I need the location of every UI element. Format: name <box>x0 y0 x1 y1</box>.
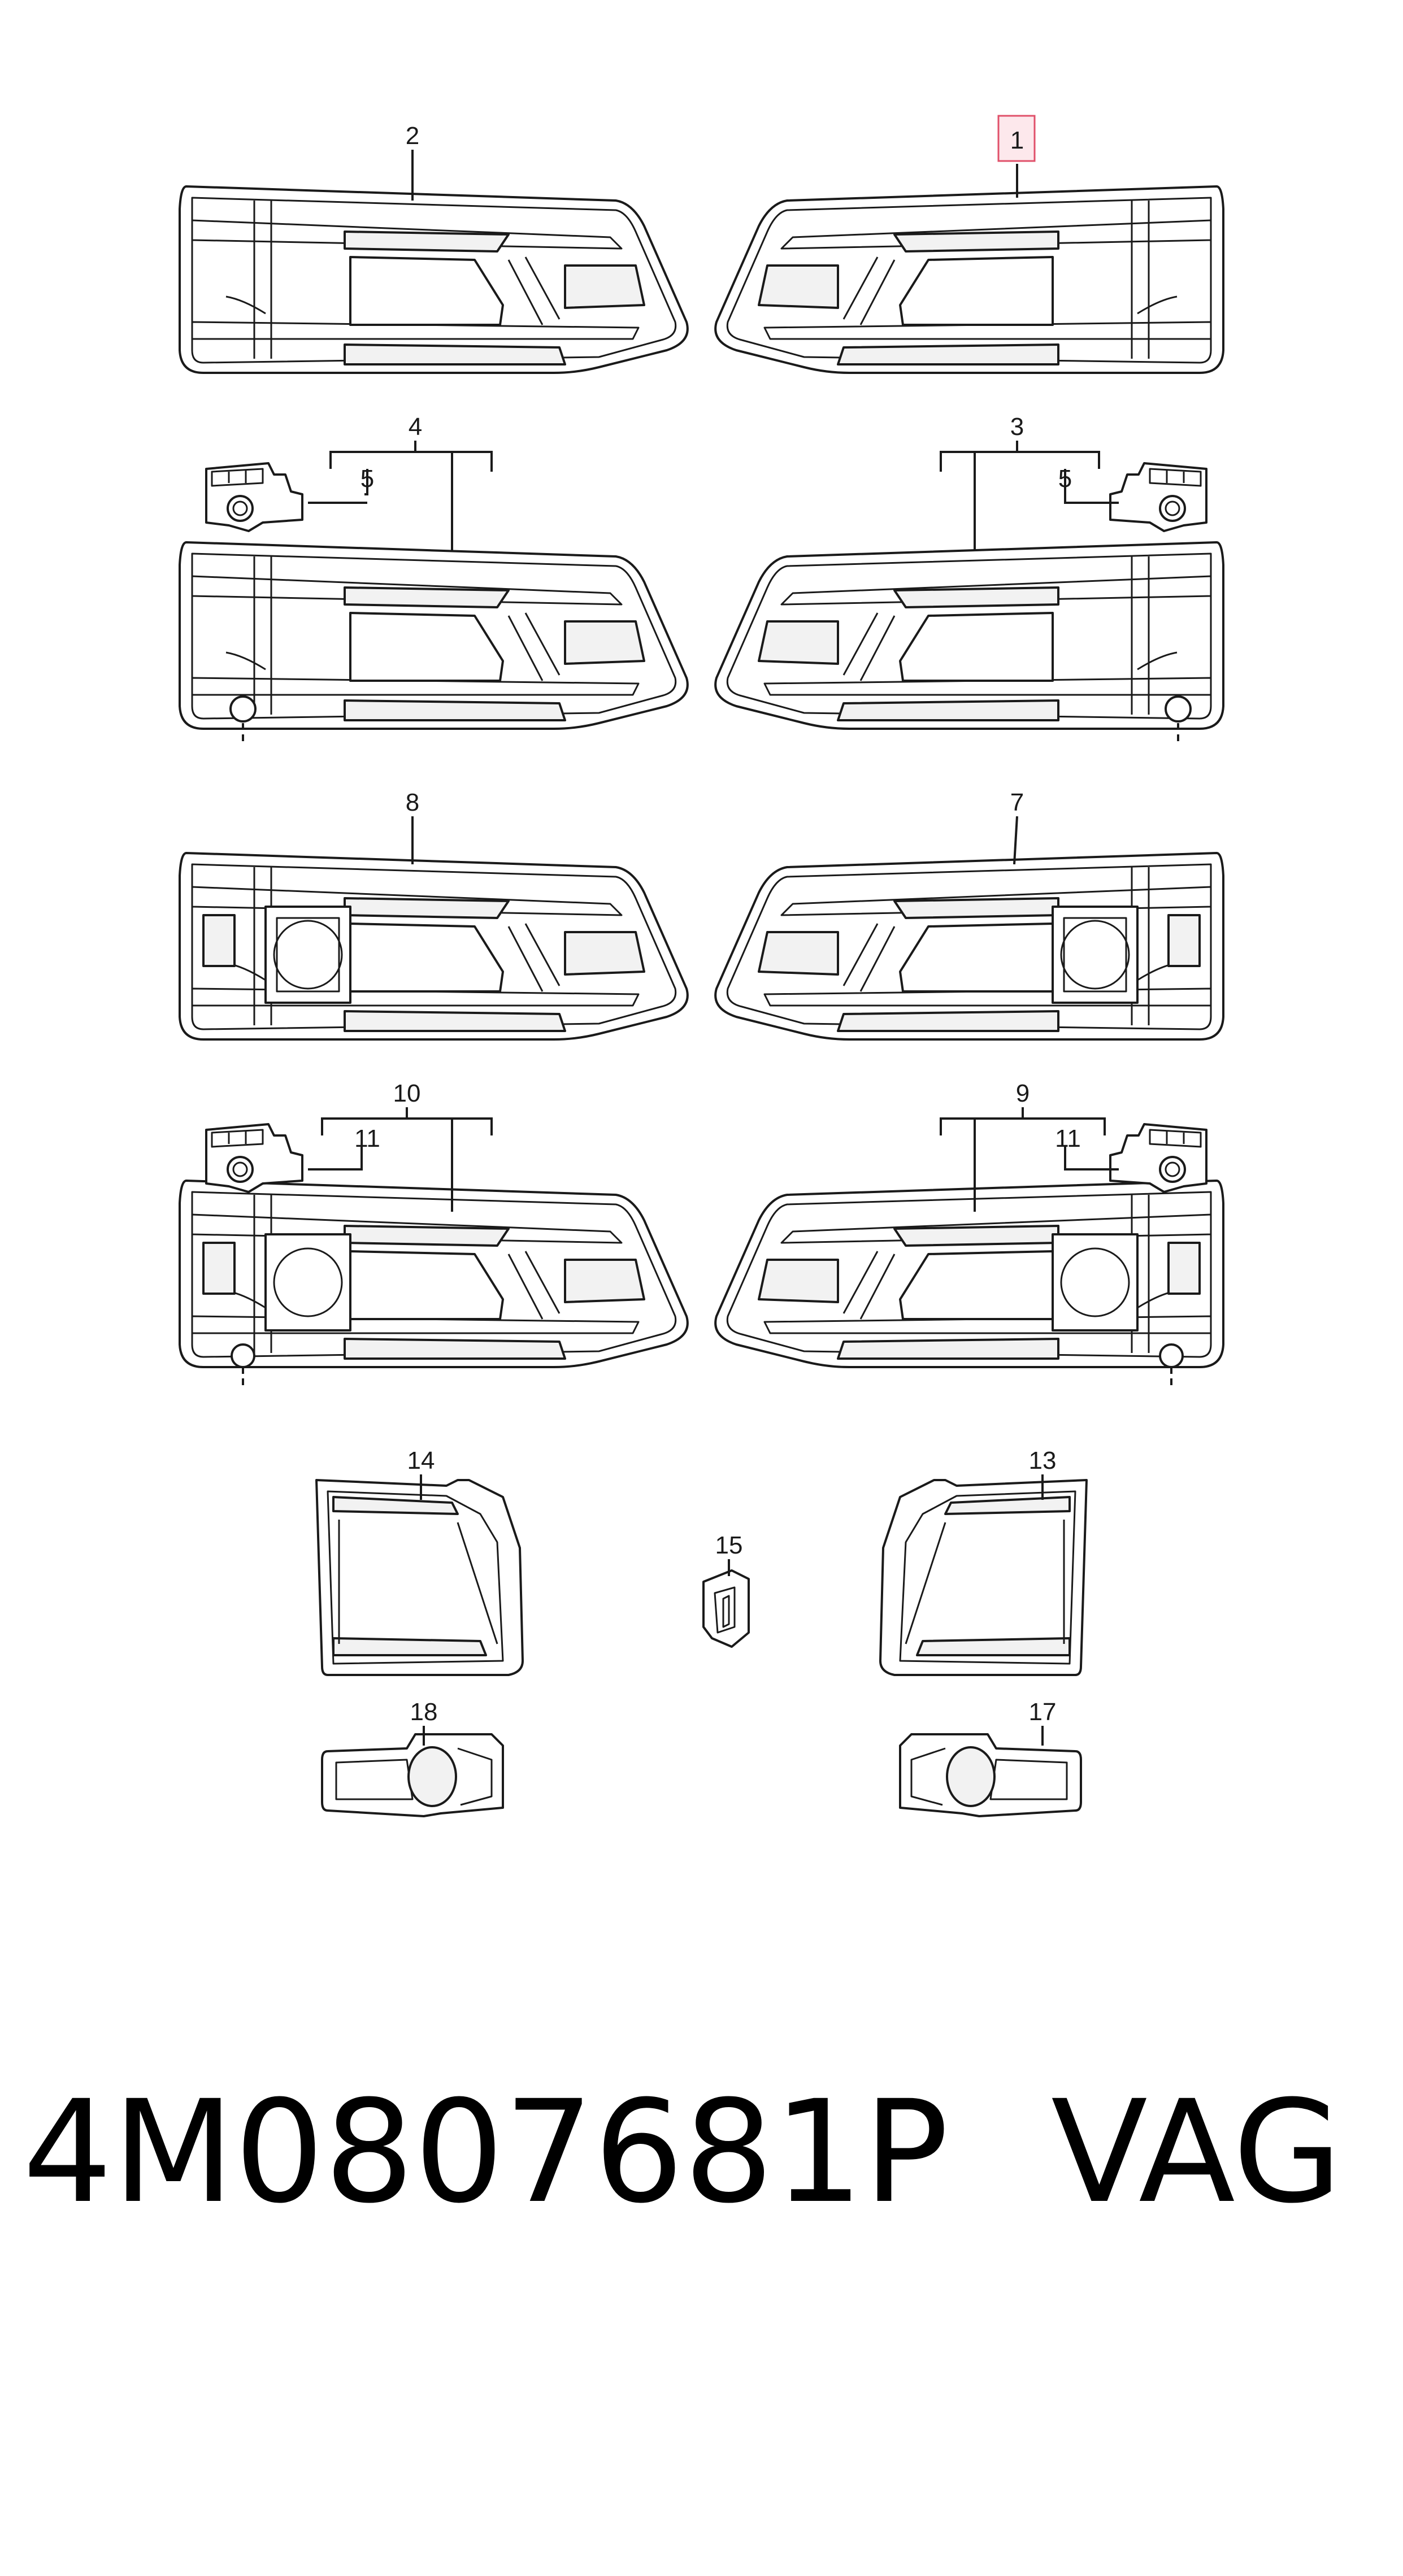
bracket-part-11-left <box>205 1123 303 1193</box>
brand-label: VAG <box>1051 2070 1343 2234</box>
bracket-part-11-right <box>1109 1123 1207 1193</box>
grille-part-4 <box>179 541 689 746</box>
grille-part-10 <box>179 1180 689 1390</box>
grille-part-8 <box>179 852 689 1041</box>
callout-13[interactable]: 13 <box>1029 1447 1057 1474</box>
callout-5-left[interactable]: 5 <box>360 465 374 493</box>
part-number: 4M0807681P <box>23 2070 949 2234</box>
callout-11-left[interactable]: 11 <box>354 1125 380 1152</box>
bracket-part-5-right <box>1109 462 1207 532</box>
callout-2[interactable]: 2 <box>406 122 419 150</box>
callout-1[interactable]: 1 <box>1010 127 1024 154</box>
callout-8[interactable]: 8 <box>406 789 419 816</box>
footer: 4M0807681P VAG <box>23 2068 1379 2237</box>
trim-frame-part-14 <box>315 1479 524 1676</box>
callout-17[interactable]: 17 <box>1029 1698 1057 1726</box>
callout-3[interactable]: 3 <box>1010 413 1024 441</box>
callout-14[interactable]: 14 <box>407 1447 435 1474</box>
clip-part-15 <box>702 1569 750 1648</box>
trim-frame-part-13 <box>879 1479 1088 1676</box>
grille-part-1 <box>714 185 1224 374</box>
leader-lines <box>308 150 1119 1746</box>
grille-part-9 <box>714 1180 1224 1390</box>
callout-18[interactable]: 18 <box>410 1698 438 1726</box>
callout-labels[interactable]: 2 1 4 5 3 5 8 7 10 11 9 11 14 13 15 18 1… <box>354 122 1081 1726</box>
callout-7[interactable]: 7 <box>1010 789 1024 816</box>
selected-callout-highlight <box>997 115 1036 162</box>
lamp-cover-part-18 <box>321 1733 504 1817</box>
callout-4[interactable]: 4 <box>409 413 422 441</box>
grille-part-2 <box>179 185 689 374</box>
parts-diagram: 2 1 4 5 3 5 8 7 10 11 9 11 14 13 15 18 1… <box>179 115 1224 1817</box>
callout-9[interactable]: 9 <box>1016 1080 1030 1107</box>
callout-10[interactable]: 10 <box>393 1080 421 1107</box>
callout-11-right[interactable]: 11 <box>1055 1125 1081 1152</box>
grille-part-3 <box>714 541 1224 746</box>
bracket-part-5-left <box>205 462 303 532</box>
lamp-cover-part-17 <box>899 1733 1082 1817</box>
callout-15[interactable]: 15 <box>715 1531 743 1559</box>
callout-5-right[interactable]: 5 <box>1058 465 1072 493</box>
grille-part-7 <box>714 852 1224 1041</box>
